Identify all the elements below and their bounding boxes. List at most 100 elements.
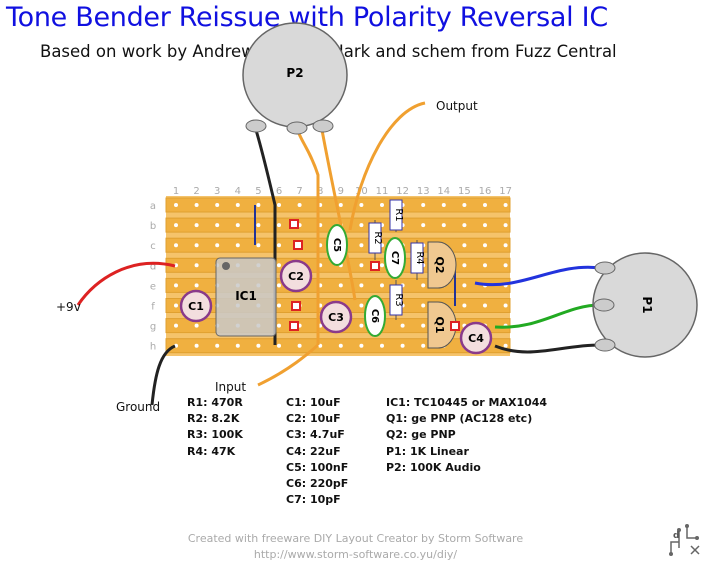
column-label: 6 [276, 186, 282, 197]
hole [297, 343, 302, 348]
hole [483, 243, 487, 248]
hole [277, 303, 281, 308]
bom-line: C2: 10uF [286, 412, 341, 426]
hole [215, 243, 220, 248]
bom-line: P1: 1K Linear [386, 444, 469, 458]
hole [256, 223, 261, 228]
hole [503, 343, 508, 348]
ic1-label: IC1 [235, 289, 257, 303]
r2-resistor: R2 [368, 220, 383, 260]
hole [400, 343, 405, 348]
c5-label: C5 [331, 238, 342, 252]
footer-url[interactable]: http://www.storm-software.co.yu/diy/ [253, 548, 458, 561]
bom-line: C7: 10pF [286, 493, 341, 507]
column-label: 1 [173, 186, 179, 197]
r1-resistor: R1 [389, 199, 404, 232]
hole [483, 303, 487, 308]
bom-line: C6: 220pF [286, 476, 349, 490]
hole [338, 283, 343, 288]
c7-capacitor: C7 [384, 237, 406, 279]
bom-line: R1: 470R [187, 396, 243, 409]
r3-resistor: R3 [389, 280, 404, 320]
ic1-chip: IC1 [215, 257, 277, 337]
bom-line: C3: 4.7uF [286, 428, 345, 442]
row-label: c [150, 241, 156, 252]
hole [235, 223, 240, 228]
c3-capacitor: C3 [319, 300, 353, 334]
bom-line: R2: 8.2K [187, 412, 240, 426]
column-label: 17 [499, 186, 512, 197]
column-label: 13 [417, 186, 430, 197]
row-label: h [150, 342, 156, 353]
p1-pot: P1 [592, 252, 698, 358]
c4-label: C4 [468, 332, 484, 345]
hole [462, 203, 467, 207]
row-label: f [151, 302, 155, 313]
bom-line: P2: 100K Audio [386, 460, 481, 474]
hole [359, 203, 364, 207]
p1-wire-green [494, 303, 601, 329]
v9-wire [76, 261, 176, 306]
hole [359, 343, 364, 348]
hole [194, 283, 199, 288]
p2-pot: P2 [242, 22, 348, 135]
ground-label: Ground [116, 400, 161, 414]
hole [277, 243, 281, 248]
hole [359, 263, 364, 268]
hole [483, 203, 487, 207]
hole [503, 303, 508, 308]
diy-logo-icon: d [669, 524, 700, 556]
row-label: g [150, 322, 156, 333]
output-wire [348, 101, 426, 231]
hole [174, 243, 178, 248]
hole [483, 263, 487, 268]
hole [503, 263, 508, 268]
hole [277, 263, 281, 268]
hole [441, 203, 446, 207]
v9-label: +9v [56, 300, 81, 314]
hole [462, 223, 467, 228]
hole [277, 223, 281, 228]
hole [277, 323, 281, 328]
column-label: 16 [479, 186, 492, 197]
r2-label: R2 [372, 231, 383, 244]
hole [421, 323, 426, 328]
hole [503, 243, 508, 248]
hole [235, 203, 240, 207]
hole [380, 343, 384, 348]
c3-label: C3 [328, 311, 344, 324]
c4-capacitor: C4 [459, 321, 493, 355]
hole [215, 203, 220, 207]
hole [174, 323, 178, 328]
footer-credit: Created with freeware DIY Layout Creator… [187, 532, 524, 545]
column-label: 2 [193, 186, 199, 197]
hole [421, 343, 426, 348]
bom-line: C1: 10uF [286, 396, 341, 409]
hole [462, 243, 467, 248]
row-label: d [150, 261, 156, 272]
column-label: 14 [437, 186, 450, 197]
hole [483, 223, 487, 228]
column-label: 12 [396, 186, 409, 197]
row-label: a [150, 201, 156, 212]
hole [380, 203, 384, 207]
column-label: 4 [235, 186, 241, 197]
hole [359, 323, 364, 328]
column-label: 5 [255, 186, 261, 197]
p2-wire-orange-2 [320, 129, 357, 301]
r4-label: R4 [414, 251, 425, 264]
hole [277, 283, 281, 288]
c2-label: C2 [288, 270, 304, 283]
q2-transistor: Q2 [427, 241, 457, 289]
p2-wire-black [254, 129, 277, 345]
hole [400, 323, 405, 328]
c5-capacitor: C5 [326, 224, 348, 266]
hole [174, 203, 178, 207]
bom-resistors: R1: 470R R2: 8.2K R3: 100K R4: 47K [187, 395, 243, 460]
column-label: 15 [458, 186, 471, 197]
column-label: 7 [296, 186, 302, 197]
hole [235, 243, 240, 248]
hole [174, 283, 178, 288]
hole [359, 283, 364, 288]
